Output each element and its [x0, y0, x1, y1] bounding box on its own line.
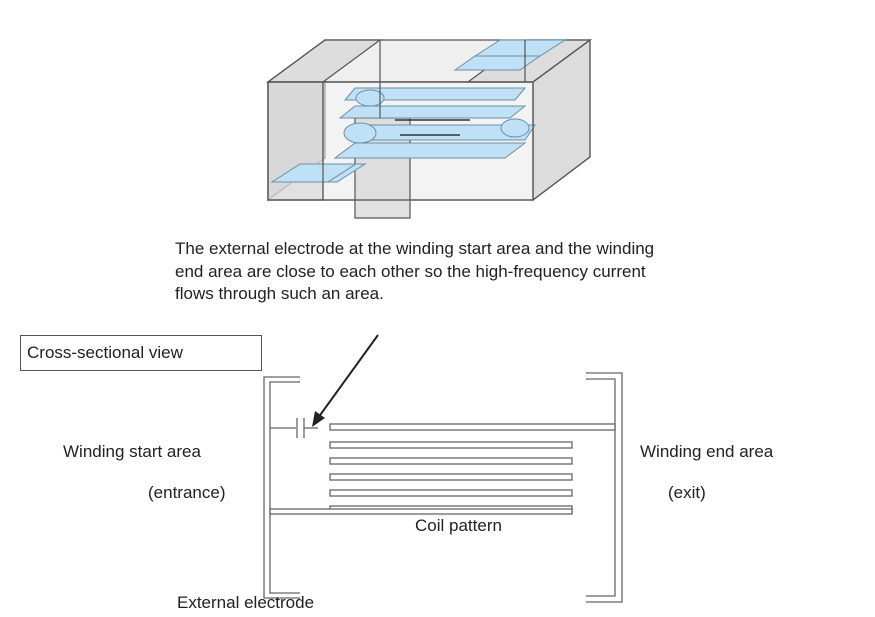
coil-turn-1 [333, 142, 527, 159]
right-electrode-bracket-inner [586, 378, 616, 597]
right-electrode-bracket-outer [586, 372, 623, 603]
pointer-arrow [312, 334, 379, 427]
coil-turn-3 [338, 105, 527, 119]
winding-start-label: Winding start area [63, 442, 201, 461]
left-electrode-bracket-outer [263, 376, 300, 599]
entrance-label: (entrance) [148, 483, 226, 502]
cross-section-view [263, 372, 623, 603]
caption-line-3: flows through such an area. [175, 284, 384, 303]
coil-via-left-top [355, 89, 385, 107]
external-electrode-label: External electrode [177, 593, 315, 612]
explanation-caption: The external electrode at the winding st… [175, 238, 865, 306]
component-3d-view [266, 38, 592, 219]
left-electrode-bracket-inner [269, 381, 300, 594]
caption-line-2: end area are close to each other so the … [175, 261, 646, 281]
coil-pattern-label: Coil pattern [415, 516, 502, 535]
exit-label: (exit) [668, 483, 706, 502]
coil-via-left [343, 122, 377, 144]
caption-line-1: The external electrode at the winding st… [175, 239, 655, 258]
coil-via-right [500, 118, 530, 138]
coil-pattern-3d [270, 39, 567, 183]
coil-lead-top-stub [453, 55, 542, 71]
coil-turn-4 [343, 87, 527, 101]
winding-end-label: Winding end area [640, 442, 774, 461]
cross-section-label-box: Cross-sectional view [20, 335, 262, 371]
coil-pattern-section [269, 423, 616, 515]
coil-lead-stub [326, 163, 367, 183]
